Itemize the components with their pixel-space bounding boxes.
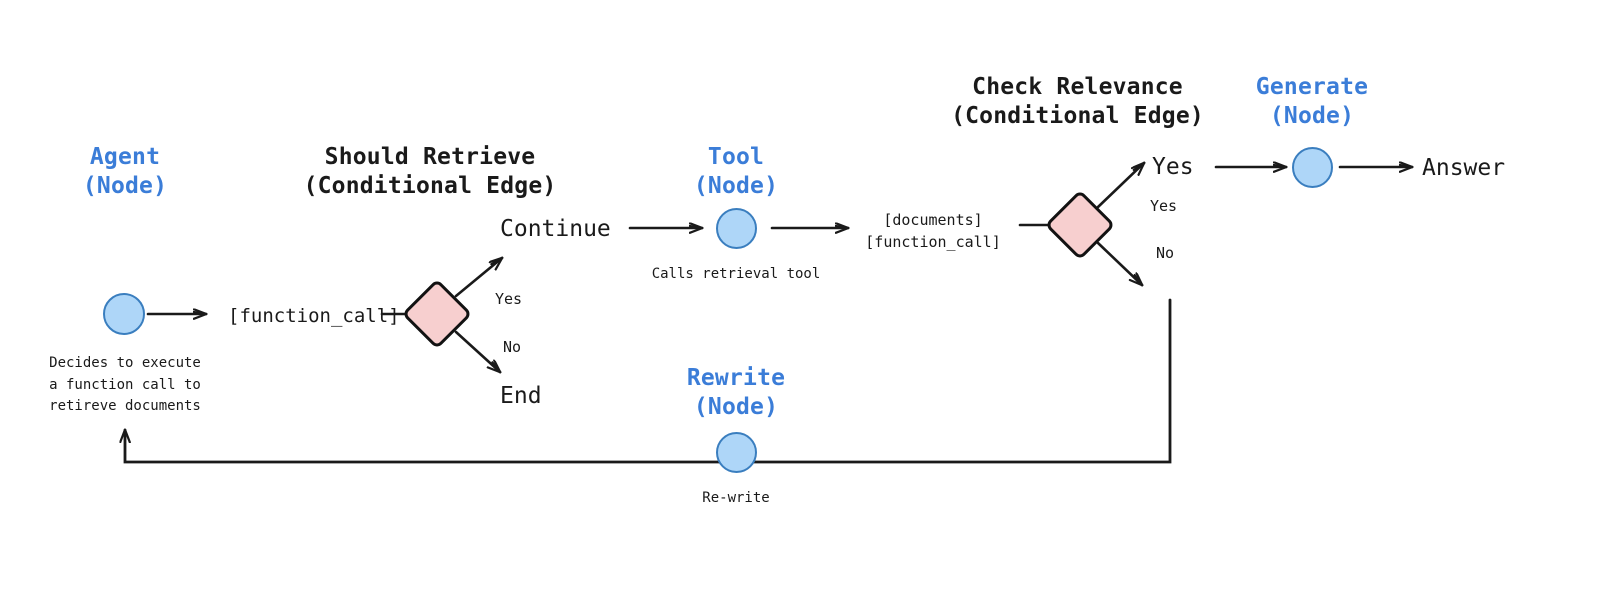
node-title-generate-line2: (Node) <box>1269 103 1355 130</box>
branch-label-no-should-retrieve: No <box>503 338 522 356</box>
edge-decision2-no <box>1096 241 1142 285</box>
branch-label-no-check-relevance: No <box>1156 244 1175 262</box>
edge-title-should-retrieve: Should Retrieve (Conditional Edge) <box>280 143 580 202</box>
node-title-tool-line2: (Node) <box>693 173 779 200</box>
node-generate[interactable] <box>1292 147 1333 188</box>
branch-label-yes-check-relevance: Yes <box>1150 197 1178 215</box>
edge-decision2-yes <box>1096 163 1144 209</box>
node-title-rewrite-line2: (Node) <box>693 394 779 421</box>
node-title-tool: Tool (Node) <box>646 143 826 202</box>
node-title-tool-line1: Tool <box>707 144 765 170</box>
edge-label-documents-line2: [function_call] <box>865 232 1001 251</box>
edge-decision1-yes <box>454 258 502 298</box>
node-rewrite[interactable] <box>716 432 757 473</box>
edge-title-check-relevance-line2: (Conditional Edge) <box>951 103 1204 130</box>
node-caption-tool: Calls retrieval tool <box>651 266 821 282</box>
edge-label-documents-line1: [documents] <box>883 211 983 229</box>
node-title-agent: Agent (Node) <box>35 143 215 202</box>
edge-title-should-retrieve-line1: Should Retrieve <box>324 144 536 170</box>
node-title-agent-line2: (Node) <box>82 173 168 200</box>
edge-title-check-relevance: Check Relevance (Conditional Edge) <box>915 73 1240 132</box>
node-title-generate-line1: Generate <box>1255 74 1369 100</box>
node-caption-agent: Decides to execute a function call to re… <box>49 355 201 415</box>
branch-label-yes-should-retrieve: Yes <box>495 290 523 308</box>
node-caption-rewrite: Re-write <box>702 490 770 506</box>
edge-target-answer: Answer <box>1422 155 1506 181</box>
node-title-generate: Generate (Node) <box>1222 73 1402 132</box>
edge-decision1-no <box>454 330 500 372</box>
edge-target-yes: Yes <box>1152 154 1194 180</box>
edge-label-documents: [documents] [function_call] <box>858 210 1008 254</box>
node-tool[interactable] <box>716 208 757 249</box>
node-agent[interactable] <box>103 293 145 335</box>
edge-target-continue: Continue <box>500 216 611 242</box>
edge-title-check-relevance-line1: Check Relevance <box>972 74 1183 100</box>
node-title-rewrite-line1: Rewrite <box>686 365 786 391</box>
edge-label-function-call: [function_call] <box>228 305 400 327</box>
edge-target-end: End <box>500 383 542 409</box>
edge-feedback-loop <box>125 298 1172 464</box>
node-title-rewrite: Rewrite (Node) <box>646 364 826 423</box>
edge-title-should-retrieve-line2: (Conditional Edge) <box>303 173 557 200</box>
node-title-agent-line1: Agent <box>89 144 161 170</box>
